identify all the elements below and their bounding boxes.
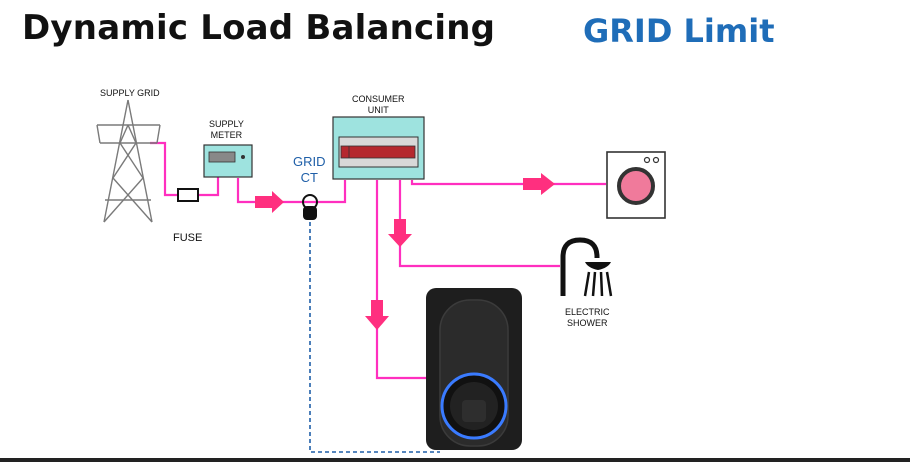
ev-charger-icon bbox=[426, 288, 522, 450]
line-consumer-to-washer bbox=[410, 180, 606, 186]
line-grid-to-fuse bbox=[150, 141, 178, 197]
arrow-to-charger bbox=[365, 300, 389, 330]
line-consumer-to-charger bbox=[375, 180, 426, 380]
label-electric-shower-line2: SHOWER bbox=[567, 318, 608, 328]
label-supply-meter: SUPPLY METER bbox=[209, 119, 244, 141]
consumer-unit-icon bbox=[332, 116, 425, 180]
label-fuse: FUSE bbox=[173, 232, 203, 244]
label-grid-ct-line2: CT bbox=[300, 170, 318, 185]
bottom-border bbox=[0, 458, 910, 462]
diagram-subtitle: GRID Limit bbox=[583, 12, 775, 50]
flow-arrows bbox=[255, 173, 555, 330]
line-consumer-to-shower bbox=[398, 180, 560, 268]
label-supply-meter-line1: SUPPLY bbox=[209, 119, 244, 129]
washing-machine-icon bbox=[606, 151, 666, 219]
fuse-icon bbox=[177, 188, 199, 202]
grid-ct-clamp-icon bbox=[302, 194, 318, 220]
arrow-to-consumer bbox=[255, 191, 284, 213]
shower-icon bbox=[560, 237, 613, 297]
label-consumer-unit: CONSUMER UNIT bbox=[352, 94, 405, 116]
label-consumer-unit-line1: CONSUMER bbox=[352, 94, 405, 104]
label-supply-meter-line2: METER bbox=[210, 130, 243, 140]
label-grid-ct-line1: GRID bbox=[293, 154, 326, 169]
pylon-icon bbox=[96, 99, 161, 223]
label-electric-shower-line1: ELECTRIC bbox=[565, 307, 610, 317]
arrow-to-shower bbox=[388, 219, 412, 247]
arrow-to-washer bbox=[523, 173, 555, 195]
supply-meter-icon bbox=[203, 144, 253, 178]
label-supply-grid: SUPPLY GRID bbox=[100, 88, 160, 98]
label-consumer-unit-line2: UNIT bbox=[367, 105, 389, 115]
label-grid-ct: GRID CT bbox=[293, 154, 326, 186]
line-meter-to-consumer bbox=[236, 178, 347, 204]
ct-signal-cable bbox=[309, 215, 440, 453]
diagram-title: Dynamic Load Balancing bbox=[22, 8, 496, 48]
label-electric-shower: ELECTRIC SHOWER bbox=[565, 307, 610, 329]
